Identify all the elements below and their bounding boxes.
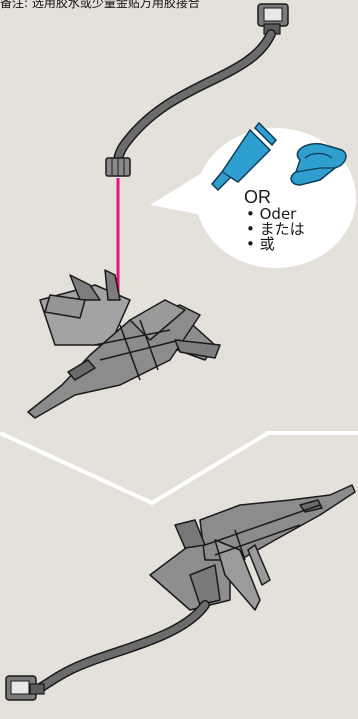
aircraft-model-bottom — [150, 485, 355, 610]
alternatives-list: • Oder • または • 或 — [246, 207, 305, 252]
aircraft-model-top — [28, 270, 220, 418]
or-label: OR — [244, 188, 271, 206]
alternative-item: • 或 — [246, 237, 305, 252]
stand-connector-bottom — [6, 676, 44, 700]
section-divider — [0, 433, 358, 503]
stand-tip-top — [106, 158, 130, 176]
